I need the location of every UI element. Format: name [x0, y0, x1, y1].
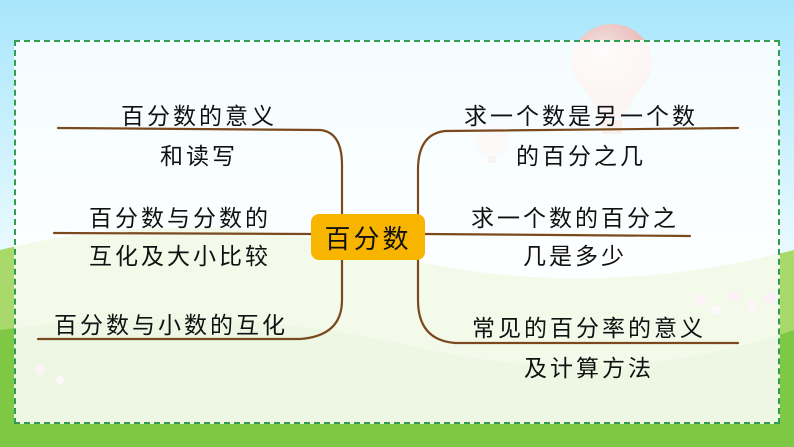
right-branch-1-line2: 的百分之几 [516, 144, 646, 170]
right-branch-2: 求一个数的百分之 几是多少 [450, 204, 700, 272]
left-branch-1: 百分数的意义 和读写 [94, 102, 304, 172]
left-branch-2-line2: 互化及大小比较 [89, 244, 271, 270]
right-branch-3-line2: 及计算方法 [524, 356, 654, 382]
left-branch-3: 百分数与小数的互化 [30, 311, 312, 341]
left-branch-2: 百分数与分数的 互化及大小比较 [56, 204, 304, 272]
left-branch-2-line1: 百分数与分数的 [89, 206, 271, 232]
right-branch-1: 求一个数是另一个数 的百分之几 [440, 102, 722, 172]
left-branch-1-line1: 百分数的意义 [121, 104, 277, 130]
center-node-label: 百分数 [324, 224, 412, 255]
center-node: 百分数 [311, 214, 425, 260]
left-branch-3-line1: 百分数与小数的互化 [54, 313, 288, 339]
branch-line-right-2 [423, 232, 692, 238]
branch-line-left-2 [52, 231, 313, 236]
left-branch-1-line2: 和读写 [160, 144, 238, 170]
branch-line-left-3 [36, 258, 344, 341]
branch-line-right-1 [416, 126, 740, 216]
right-branch-1-line1: 求一个数是另一个数 [464, 104, 698, 130]
right-branch-2-line2: 几是多少 [523, 244, 627, 270]
right-branch-2-line1: 求一个数的百分之 [471, 206, 679, 232]
right-branch-3-line1: 常见的百分率的意义 [472, 316, 706, 342]
branch-line-left-1 [56, 126, 344, 216]
right-branch-3: 常见的百分率的意义 及计算方法 [444, 314, 734, 384]
branch-line-right-3 [416, 258, 740, 345]
